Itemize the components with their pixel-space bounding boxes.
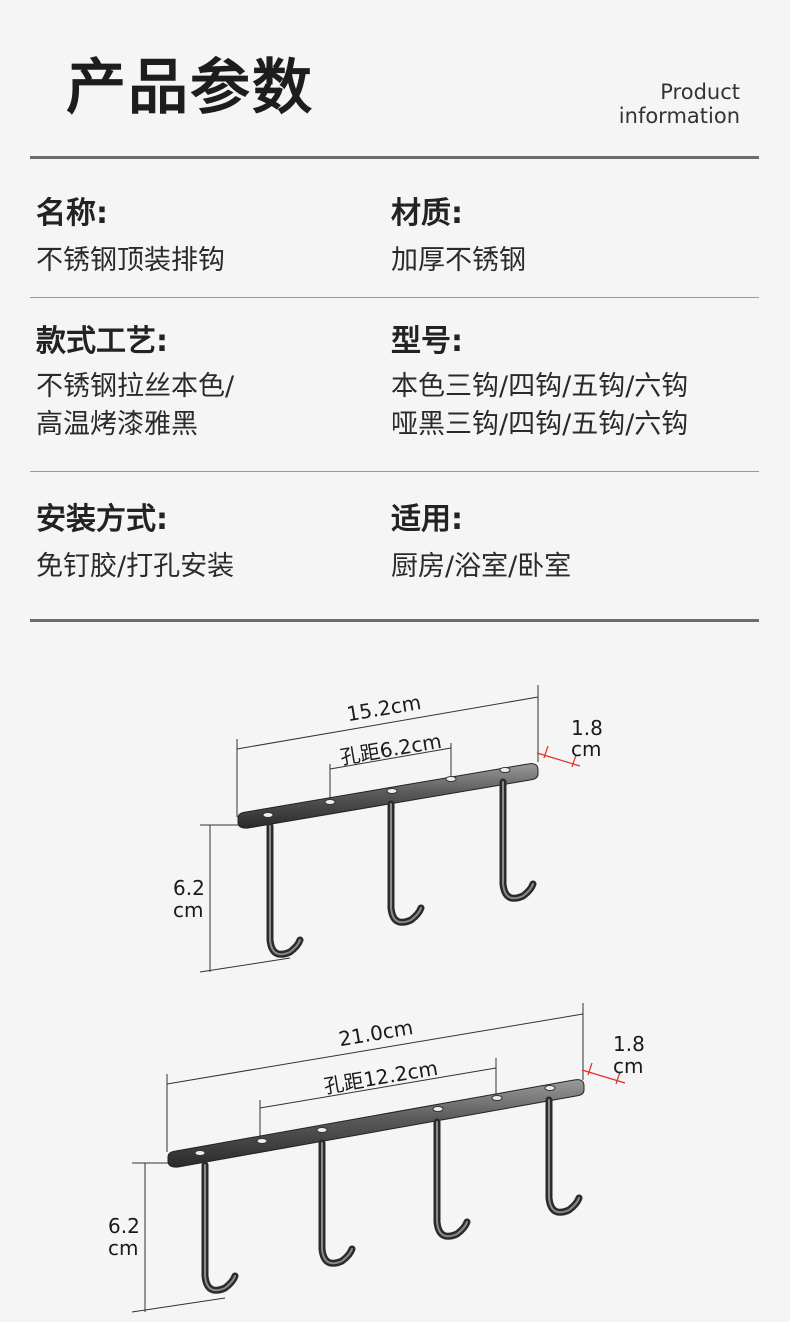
hook bbox=[266, 822, 304, 958]
spec-value-group: 本色三钩/四钩/五钩/六钩 哑黑三钩/四钩/五钩/六钩 bbox=[391, 368, 688, 444]
hook bbox=[390, 803, 422, 924]
screw-hole bbox=[386, 788, 398, 794]
hook bbox=[502, 781, 534, 900]
depth-value: 1.8 bbox=[571, 716, 603, 740]
hole-spacing-label: 孔距6.2cm bbox=[338, 729, 443, 770]
row-divider bbox=[30, 297, 759, 298]
hook-diagrams: 15.2cm 孔距6.2cm 1.8 cm 6.2 cm bbox=[108, 685, 645, 1313]
screw-hole bbox=[316, 1127, 328, 1133]
screw-hole bbox=[256, 1138, 268, 1144]
hook bbox=[201, 1161, 239, 1294]
spec-install: 安装方式: 免钉胶/打孔安装 bbox=[36, 500, 234, 586]
height-unit: cm bbox=[173, 898, 203, 922]
depth-value: 1.8 bbox=[613, 1032, 645, 1056]
length-label: 15.2cm bbox=[345, 690, 423, 726]
spec-label: 款式工艺: bbox=[36, 324, 168, 359]
subtitle-line-2: information bbox=[618, 104, 740, 128]
height-value: 6.2 bbox=[108, 1214, 140, 1238]
spec-value-line: 高温烤漆雅黑 bbox=[36, 409, 198, 440]
spec-value: 厨房/浴室/卧室 bbox=[391, 551, 572, 582]
page-subtitle: Product information bbox=[619, 80, 740, 128]
spec-label: 材质: bbox=[391, 196, 463, 231]
screw-hole bbox=[445, 776, 457, 782]
diagram-4-hooks: 21.0cm 孔距12.2cm 1.8 cm 6.2 cm bbox=[108, 1003, 645, 1313]
spec-label: 型号: bbox=[391, 324, 463, 359]
hook bbox=[433, 1118, 471, 1240]
hook bbox=[499, 778, 537, 902]
row-divider bbox=[30, 471, 759, 472]
spec-value: 不锈钢顶装排钩 bbox=[36, 245, 225, 276]
height-unit: cm bbox=[108, 1236, 138, 1260]
header-divider bbox=[30, 156, 759, 159]
length-label: 21.0cm bbox=[337, 1015, 415, 1051]
diagram-3-hooks: 15.2cm 孔距6.2cm 1.8 cm 6.2 cm bbox=[173, 685, 603, 973]
spec-label: 适用: bbox=[391, 502, 463, 537]
spec-value: 免钉胶/打孔安装 bbox=[36, 551, 235, 582]
hole-spacing-label: 孔距12.2cm bbox=[322, 1056, 439, 1099]
spec-style: 款式工艺: 不锈钢拉丝本色/ 高温烤漆雅黑 bbox=[36, 322, 234, 444]
height-value: 6.2 bbox=[173, 876, 205, 900]
hook bbox=[436, 1121, 468, 1238]
hook bbox=[204, 1164, 236, 1292]
mounting-plate bbox=[167, 1079, 585, 1168]
spec-model: 型号: 本色三钩/四钩/五钩/六钩 哑黑三钩/四钩/五钩/六钩 bbox=[391, 322, 688, 444]
spec-value-line: 本色三钩/四钩/五钩/六钩 bbox=[391, 371, 689, 402]
depth-unit: cm bbox=[571, 737, 601, 761]
spec-label: 安装方式: bbox=[36, 502, 168, 537]
spec-label: 名称: bbox=[36, 196, 108, 231]
spec-value-group: 不锈钢拉丝本色/ 高温烤漆雅黑 bbox=[36, 368, 234, 444]
spec-value-line: 哑黑三钩/四钩/五钩/六钩 bbox=[391, 409, 689, 440]
screw-hole bbox=[491, 1095, 503, 1101]
subtitle-line-1: Product bbox=[660, 80, 740, 104]
depth-unit: cm bbox=[613, 1054, 643, 1078]
screw-hole bbox=[194, 1150, 206, 1156]
hook bbox=[387, 800, 425, 926]
hook bbox=[548, 1099, 580, 1214]
screw-hole bbox=[262, 812, 274, 818]
hook bbox=[269, 825, 301, 956]
spec-name: 名称: 不锈钢顶装排钩 bbox=[36, 194, 225, 280]
screw-hole bbox=[324, 799, 336, 805]
screw-hole bbox=[544, 1085, 556, 1091]
spec-usage: 适用: 厨房/浴室/卧室 bbox=[391, 500, 571, 586]
section-divider bbox=[30, 619, 759, 622]
spec-material: 材质: 加厚不锈钢 bbox=[391, 194, 526, 280]
hook bbox=[321, 1142, 353, 1265]
screw-hole bbox=[432, 1106, 444, 1112]
spec-value: 加厚不锈钢 bbox=[391, 245, 526, 276]
mounting-plate bbox=[237, 763, 539, 829]
page-title: 产品参数 bbox=[66, 53, 314, 123]
spec-value-line: 不锈钢拉丝本色/ bbox=[36, 371, 235, 402]
screw-hole bbox=[499, 767, 511, 773]
hook bbox=[545, 1096, 583, 1216]
hook bbox=[318, 1139, 356, 1267]
